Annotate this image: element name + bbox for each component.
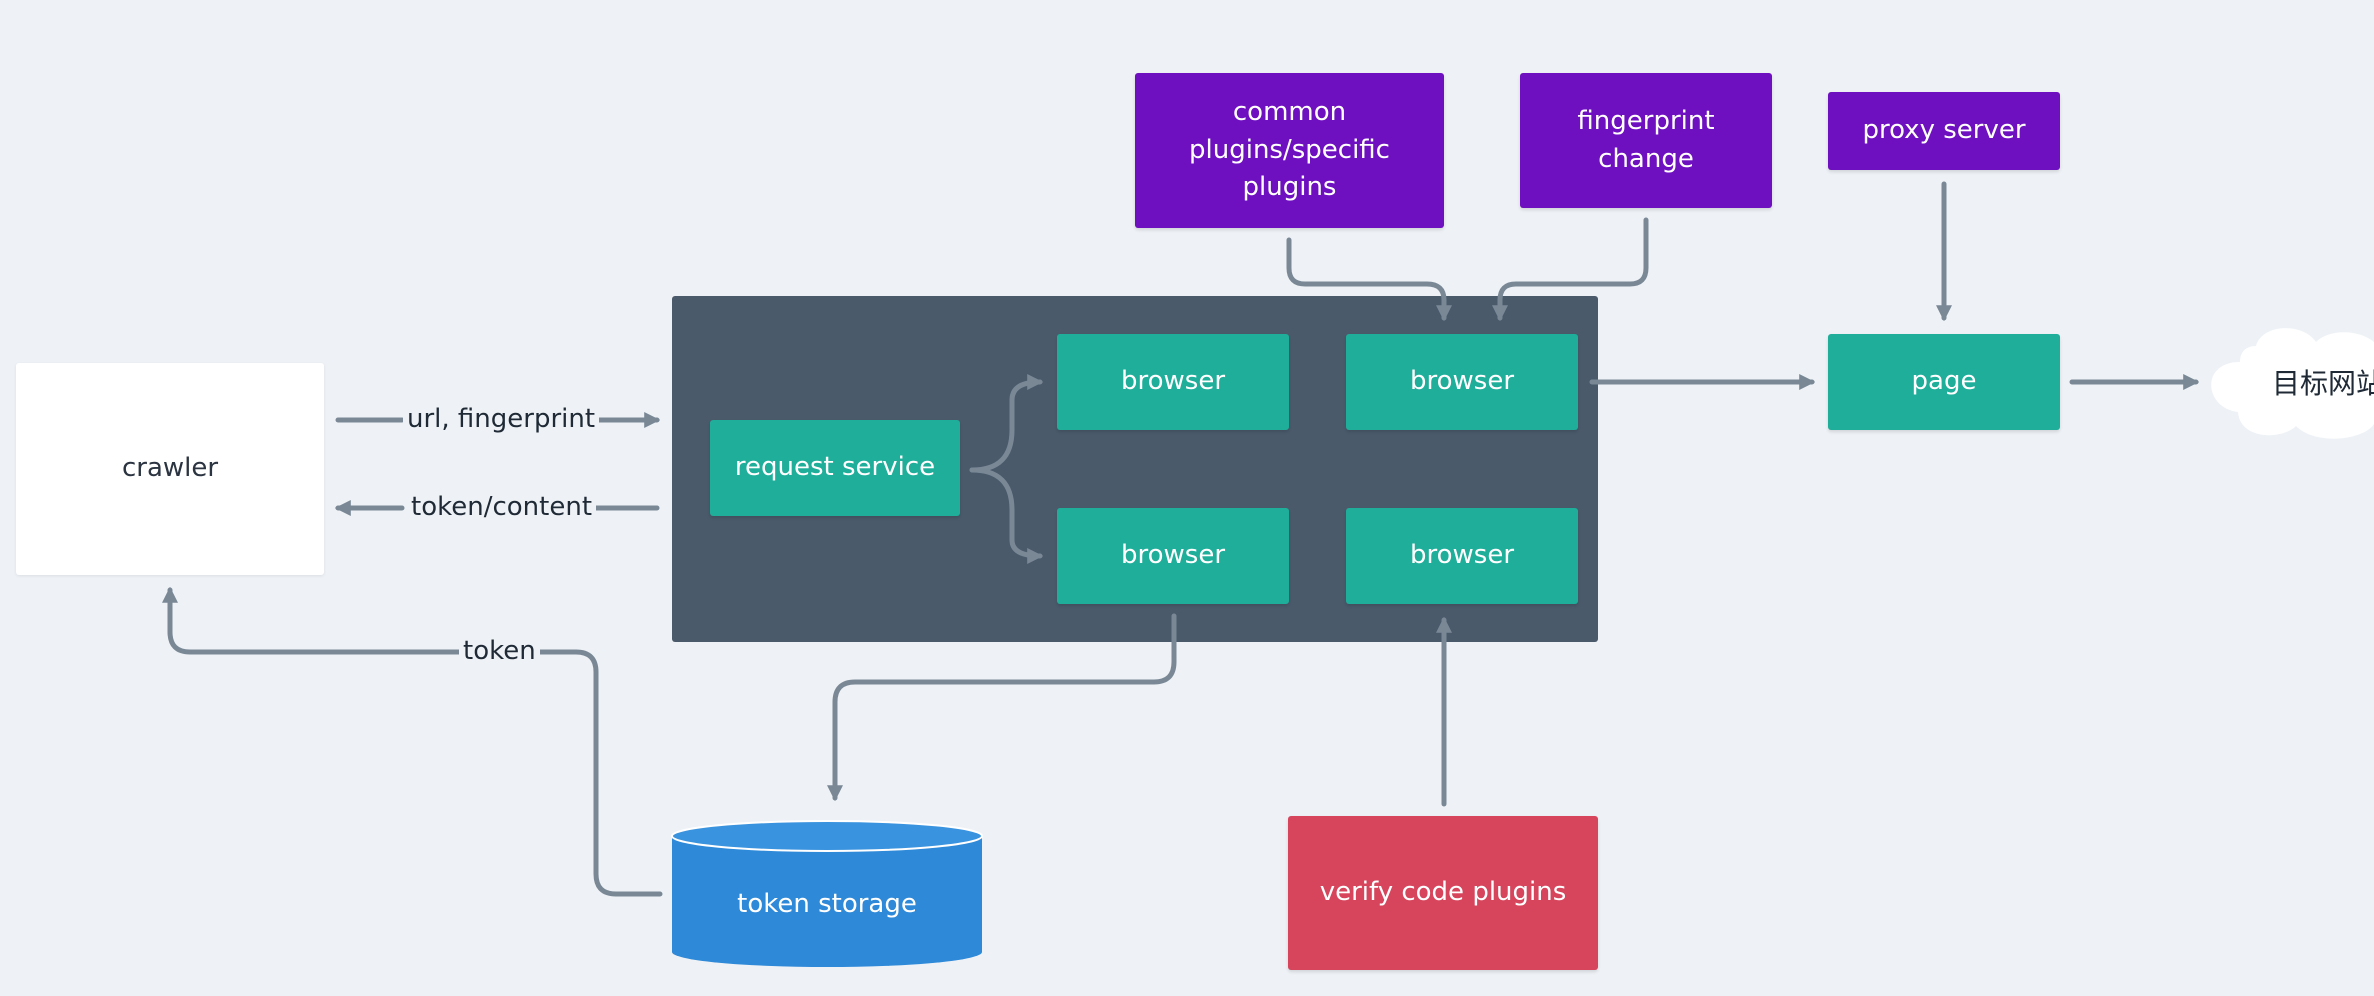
edge-service-to-browser-top <box>969 374 1044 473</box>
fingerprint-change-node: fingerprint change <box>1520 73 1772 208</box>
edge-browser-to-storage <box>826 613 1177 802</box>
edge-storage-to-crawler <box>537 649 663 897</box>
browser-node-1: browser <box>1057 334 1289 430</box>
browser-node-4: browser <box>1346 508 1578 604</box>
edge-fingerprint-to-browser <box>1491 217 1649 322</box>
browser-node-2: browser <box>1346 334 1578 430</box>
edge-storage-to-crawler-head <box>161 586 463 655</box>
target-site-node: 目标网站 <box>2272 367 2374 400</box>
edge-service-to-browser-bottom <box>969 467 1044 564</box>
edge-label-token: token <box>459 638 540 664</box>
cloud-shape <box>2211 328 2374 439</box>
proxy-server-node: proxy server <box>1828 92 2060 170</box>
edge-plugins-to-browser <box>1286 237 1453 322</box>
request-service-node: request service <box>710 420 960 516</box>
edge-label-url-fingerprint: url, fingerprint <box>403 406 600 432</box>
common-plugins-node: common plugins/specific plugins <box>1135 73 1444 228</box>
browser-node-3: browser <box>1057 508 1289 604</box>
token-storage-shape <box>671 820 983 967</box>
page-node: page <box>1828 334 2060 430</box>
token-storage-node: token storage <box>737 889 917 919</box>
edge-label-token-content: token/content <box>407 494 597 520</box>
verify-code-plugins-node: verify code plugins <box>1288 816 1598 970</box>
crawler-node: crawler <box>16 363 324 575</box>
